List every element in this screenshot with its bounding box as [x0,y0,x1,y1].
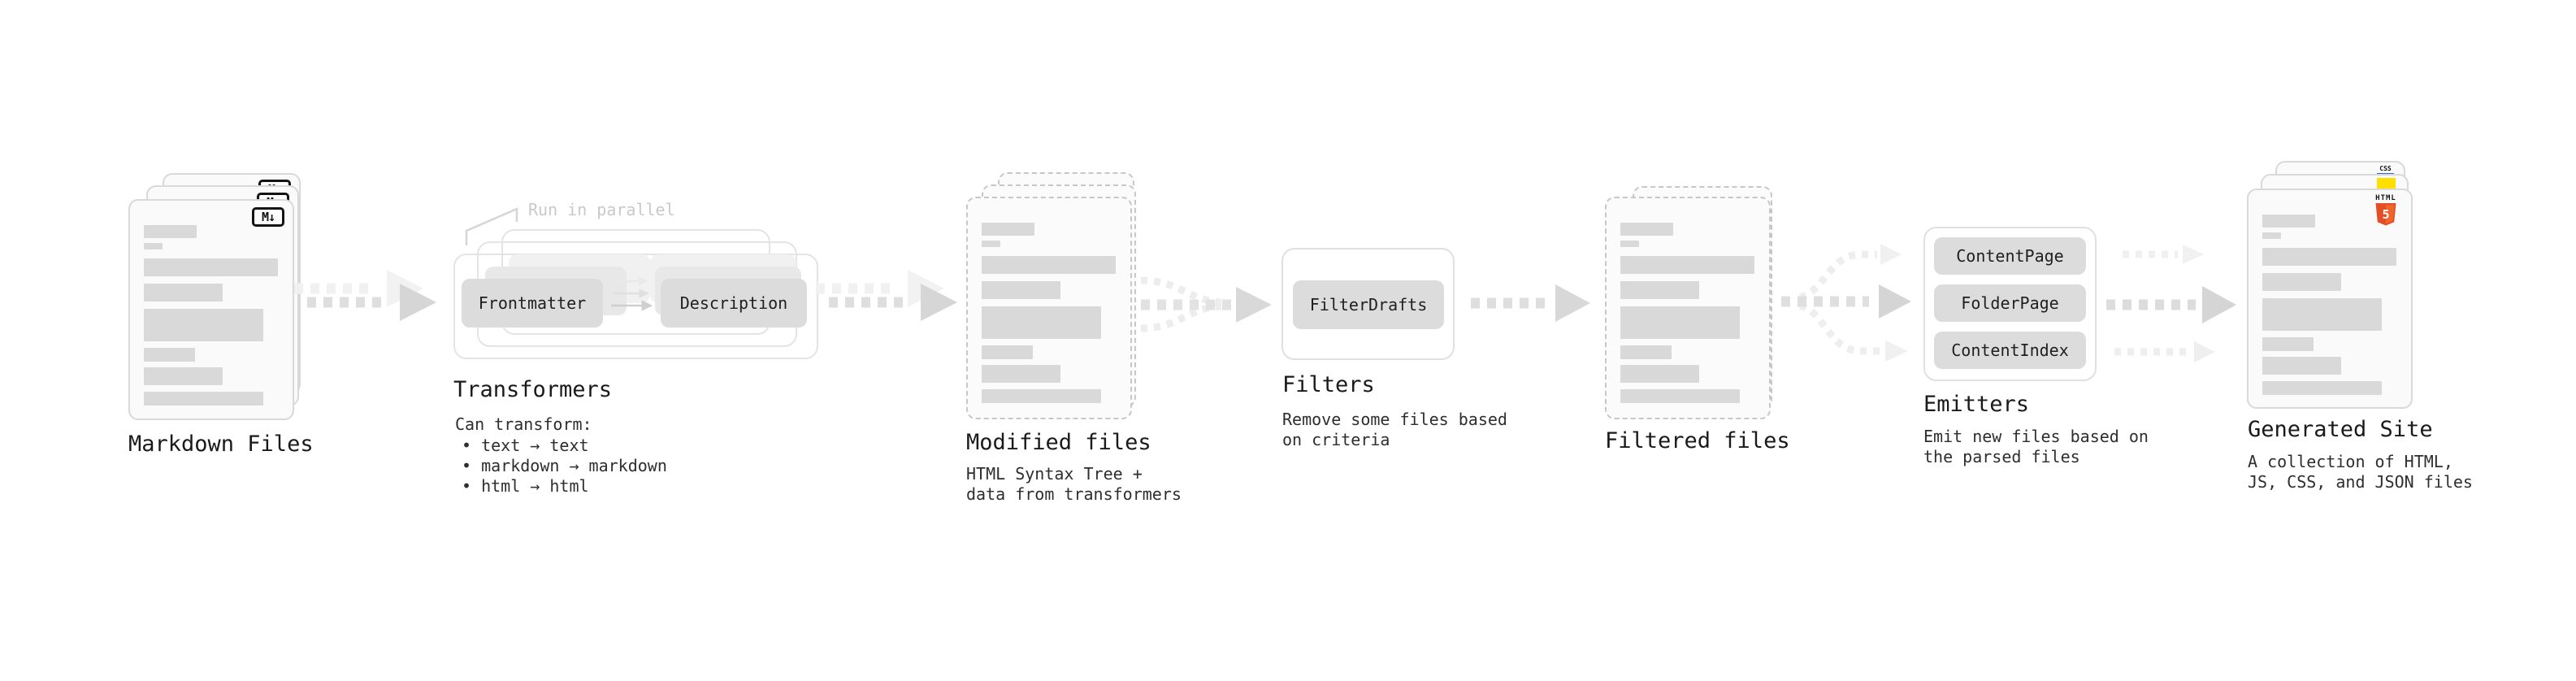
content-line [1620,281,1699,299]
content-line [982,223,1034,236]
run-in-parallel-note: Run in parallel [528,200,675,219]
contentpage-pill: ContentPage [1934,237,2086,275]
emitters-subtext: the parsed files [1923,447,2080,466]
frontmatter-pill: Frontmatter [462,279,603,327]
generated-subtext: JS, CSS, and JSON files [2248,472,2473,492]
modified-file-card-front [966,197,1132,419]
content-line [2262,273,2341,291]
html5-icon-label: HTML [2375,194,2396,202]
modified-subtext: data from transformers [966,484,1182,504]
content-line [2262,298,2382,331]
content-line [144,309,263,341]
stage-label-transformers: Transformers [453,377,613,402]
content-line [144,392,263,406]
content-line [1620,223,1673,236]
content-line [2262,248,2396,266]
content-line [1620,306,1740,339]
arrow-filtered-to-emitters [1781,244,1911,362]
content-line [144,367,223,385]
markdown-file-card-front: M↓ [128,199,294,420]
markdown-icon: M↓ [252,207,284,227]
content-line [144,284,223,301]
transformers-bullet: • html → html [462,476,589,496]
content-line [982,365,1060,383]
filterdrafts-pill: FilterDrafts [1293,280,1444,329]
contentindex-pill: ContentIndex [1934,332,2086,369]
arrow-modified-to-filters [1140,276,1272,332]
transformers-caption: Can transform: [455,414,592,434]
content-line [1620,241,1639,247]
content-line [2262,232,2281,239]
js-file-icon [2377,178,2396,189]
content-line [2262,381,2382,395]
content-line [1620,389,1740,403]
content-line [982,281,1060,299]
content-line [1620,365,1699,383]
content-line [2262,357,2341,375]
stage-label-markdown: Markdown Files [128,432,314,457]
content-line [144,258,278,276]
content-line [982,389,1101,403]
modified-subtext: HTML Syntax Tree + [966,464,1143,484]
filters-subtext: on criteria [1282,430,1390,449]
content-line [1620,345,1672,359]
stage-label-filters: Filters [1282,372,1375,397]
filters-subtext: Remove some files based [1282,410,1507,429]
content-line [144,243,163,249]
file-content-placeholder [1620,223,1754,403]
content-line [982,256,1116,274]
content-line [2262,215,2315,228]
content-line [982,241,1000,247]
generated-subtext: A collection of HTML, [2248,452,2453,471]
content-line [144,348,195,362]
file-content-placeholder [982,223,1116,403]
stage-label-emitters: Emitters [1923,392,2030,417]
folderpage-pill: FolderPage [1934,284,2086,322]
content-line [144,225,197,238]
arrow-transformers-to-modified [816,270,957,321]
html5-shield: 5 [2375,203,2396,226]
stage-label-filtered: Filtered files [1605,428,1790,453]
content-line [982,345,1033,359]
generated-file-card-front: HTML 5 [2247,189,2413,409]
content-line [2262,337,2314,351]
stage-label-modified: Modified files [966,430,1151,455]
file-content-placeholder [144,225,278,406]
html5-file-icon: HTML 5 [2367,194,2405,226]
emitters-subtext: Emit new files based on [1923,427,2149,446]
content-line [982,306,1101,339]
css-icon-label: CSS [2379,165,2392,172]
arrow-markdown-to-transformers [294,270,436,321]
description-pill: Description [661,279,807,327]
arrow-emitters-to-generated [2106,245,2236,362]
svg-text:5: 5 [2382,207,2389,222]
filtered-file-card-front [1605,197,1771,419]
file-content-placeholder [2262,215,2396,395]
stage-label-generated: Generated Site [2248,417,2433,442]
transformers-bullet: • markdown → markdown [462,456,667,475]
arrow-filters-to-filtered [1471,284,1590,322]
transformers-bullet: • text → text [462,436,589,455]
content-line [1620,256,1754,274]
